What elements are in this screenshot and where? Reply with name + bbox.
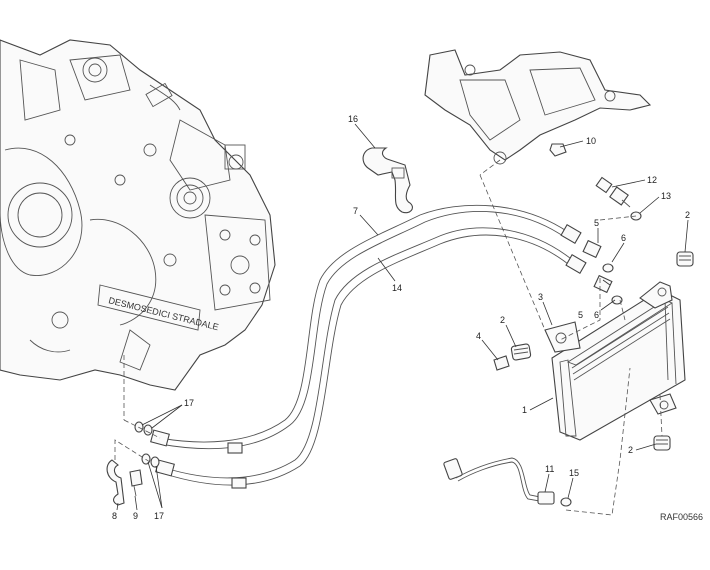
callout-5-upper: 5 — [594, 218, 599, 228]
fittings-5 — [582, 239, 613, 294]
washers-17 — [134, 421, 160, 468]
callout-13: 13 — [661, 191, 671, 201]
washer-15 — [560, 497, 572, 507]
clip-9 — [106, 459, 125, 506]
callout-2-top: 2 — [685, 210, 690, 220]
callout-2-mid: 2 — [500, 315, 505, 325]
leader-lines — [116, 123, 689, 511]
assembly-lines — [114, 159, 663, 516]
sensor-cable-11 — [443, 457, 555, 505]
callout-16: 16 — [348, 114, 358, 124]
temperature-sensor-12 — [595, 176, 631, 208]
frame-bracket — [424, 49, 652, 165]
washers-6 — [602, 263, 623, 305]
callout-12: 12 — [647, 175, 657, 185]
oil-cooler-1 — [544, 281, 686, 441]
callout-7: 7 — [353, 206, 358, 216]
callout-10: 10 — [586, 136, 596, 146]
callout-11: 11 — [545, 464, 554, 474]
engine-assembly: DESMOSEDICI STRADALE — [0, 39, 276, 391]
callout-2-bottom: 2 — [628, 445, 633, 455]
callout-6-lower: 6 — [594, 310, 599, 320]
callout-3: 3 — [538, 292, 543, 302]
callout-labels: 16 7 14 10 12 13 2 5 6 5 6 3 2 4 1 2 11 … — [112, 114, 703, 522]
callout-9: 8 — [112, 511, 117, 521]
callout-6-upper: 6 — [621, 233, 626, 243]
oil-hoses — [150, 204, 587, 489]
bolt-8 — [129, 469, 143, 497]
callout-17-upper: 17 — [184, 398, 194, 408]
rubber-grommets-2 — [510, 251, 694, 451]
callout-17-lower: 17 — [154, 511, 164, 521]
callout-4: 4 — [476, 331, 481, 341]
reference-code: RAF00566 — [660, 512, 703, 522]
callout-15: 15 — [569, 468, 579, 478]
callout-8: 9 — [133, 511, 138, 521]
hose-clip-16 — [362, 147, 413, 214]
callout-14: 14 — [392, 283, 402, 293]
bolt-10 — [549, 143, 567, 157]
callout-5-lower: 5 — [578, 310, 583, 320]
callout-1: 1 — [522, 405, 527, 415]
